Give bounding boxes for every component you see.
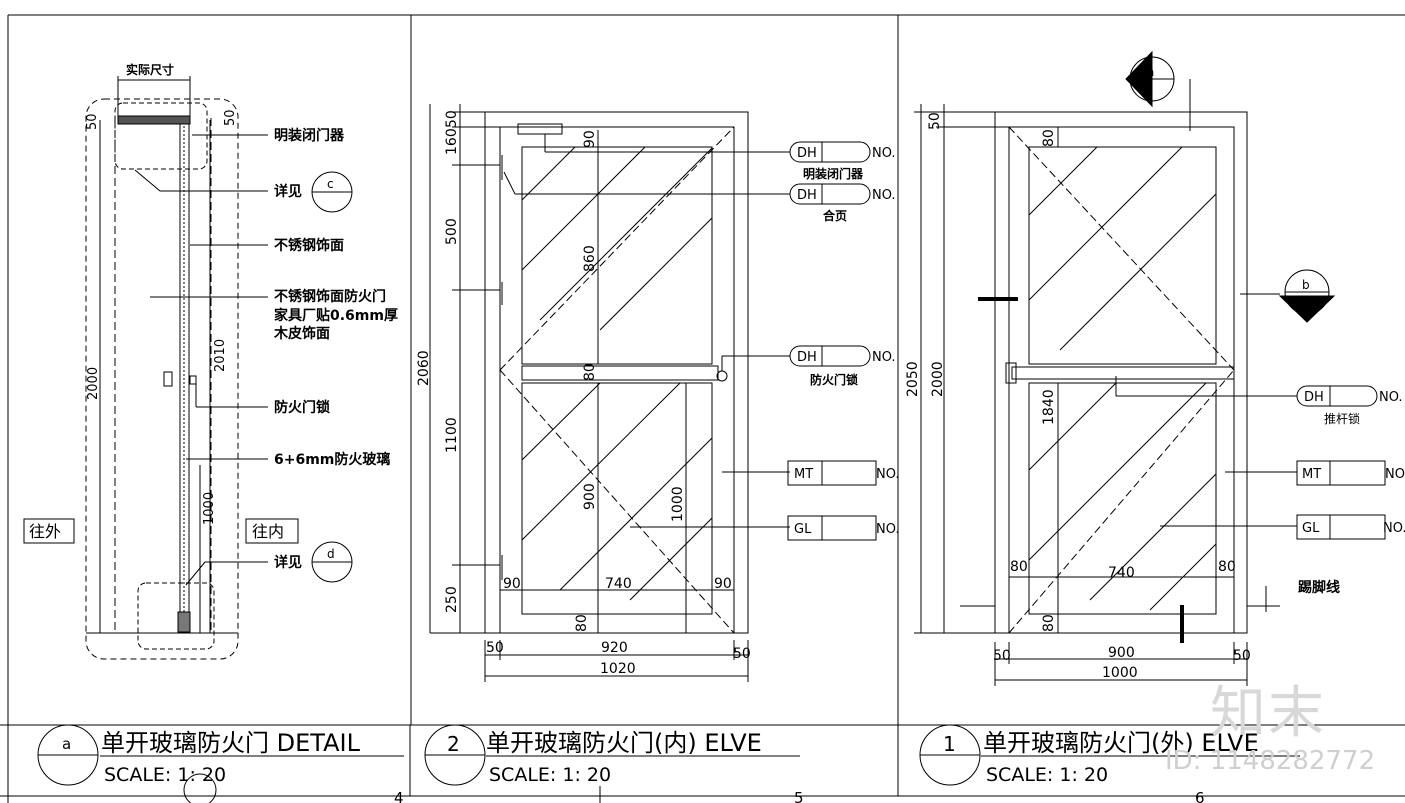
dim-outer-bottom-50-left: 50 <box>993 648 1011 664</box>
detail-scale: SCALE: 1: 20 <box>104 764 226 786</box>
tag-code-gl-outer: GL <box>1302 521 1320 536</box>
dim-outer-2050: 2050 <box>905 361 921 397</box>
callout-c-label: c <box>327 177 334 191</box>
tag-note-lock: 防火门锁 <box>810 372 858 387</box>
callout-d-label: d <box>327 547 335 561</box>
tag-note-pushbar: 推杆锁 <box>1324 411 1360 426</box>
tag-note-closer: 明装闭门器 <box>803 166 864 181</box>
dim-inner-bottom-50-left: 50 <box>486 640 504 656</box>
tag-code-dh-lock: DH <box>797 350 817 365</box>
dim-outer-740: 740 <box>1108 565 1135 581</box>
dim-inner-900: 900 <box>582 483 598 510</box>
dim-inner-50: 50 <box>444 110 460 128</box>
grid-number-5: 5 <box>794 789 804 803</box>
dim-inner-250: 250 <box>444 586 460 613</box>
callout-b-label: b <box>1302 278 1310 292</box>
tag-code-dh-closer: DH <box>797 146 817 161</box>
tag-code-mt-inner: MT <box>794 467 813 482</box>
dim-outer-bottom-900: 900 <box>1108 645 1135 661</box>
tag-no-dh-lock: NO. <box>872 350 896 365</box>
tag-code-dh-hinge: DH <box>797 188 817 203</box>
dim-outer-50: 50 <box>927 112 943 130</box>
callout-a-label: a <box>1147 65 1154 79</box>
tag-no-dh-pushbar: NO. <box>1379 390 1403 405</box>
tag-note-hinge: 合页 <box>823 208 847 223</box>
dim-actual-size: 实际尺寸 <box>126 62 174 77</box>
dim-outer-80-top: 80 <box>1041 129 1057 147</box>
dim-inner-160: 160 <box>444 128 460 155</box>
dim-inner-bottom-1020: 1020 <box>600 661 636 677</box>
dim-50-right: 50 <box>223 109 238 126</box>
grid-number-6: 6 <box>1195 789 1205 803</box>
inner-badge: 2 <box>447 732 460 756</box>
dim-2000: 2000 <box>86 367 101 400</box>
dim-outer-80-right: 80 <box>1218 559 1236 575</box>
dim-outer-bottom-50-right: 50 <box>1233 648 1251 664</box>
note-door-closer: 明装闭门器 <box>274 127 345 144</box>
tag-code-gl-inner: GL <box>794 522 812 537</box>
tag-no-dh-closer: NO. <box>872 146 896 161</box>
grid-number-4: 4 <box>394 789 404 803</box>
dim-inner-80-bottom: 80 <box>574 614 590 632</box>
outer-elevation-panel: 50 2050 2000 80 1840 80 740 80 80 50 900… <box>905 50 1405 686</box>
outer-badge: 1 <box>943 732 956 756</box>
tag-no-gl-outer: NO. <box>1383 521 1405 536</box>
outer-scale: SCALE: 1: 20 <box>986 764 1108 786</box>
note-fire-door-line3: 木皮饰面 <box>273 325 330 342</box>
dim-inner-1000: 1000 <box>670 486 686 522</box>
dim-inner-740: 740 <box>605 576 632 592</box>
dim-1000: 1000 <box>202 492 217 525</box>
detail-title: 单开玻璃防火门 DETAIL <box>101 729 361 757</box>
dim-outer-2000: 2000 <box>930 361 946 397</box>
inner-scale: SCALE: 1: 20 <box>489 764 611 786</box>
dim-inner-bottom-920: 920 <box>601 640 628 656</box>
note-fire-door-line2: 家具厂贴0.6mm厚 <box>274 307 398 324</box>
note-stainless-finish: 不锈钢饰面 <box>274 237 344 254</box>
label-inward: 往内 <box>252 522 284 541</box>
tag-no-mt-outer: NO. <box>1385 467 1405 482</box>
tag-code-mt-outer: MT <box>1302 467 1321 482</box>
outer-title: 单开玻璃防火门(外) ELVE <box>983 729 1259 757</box>
dim-inner-bottom-50-right: 50 <box>733 646 751 662</box>
tag-no-mt-inner: NO. <box>876 467 900 482</box>
note-fire-door-lock: 防火门锁 <box>274 399 330 416</box>
dim-outer-1840: 1840 <box>1041 389 1057 425</box>
note-see-detail-c: 详见 <box>274 183 302 200</box>
detail-panel: 实际尺寸 50 50 2000 2010 1000 明装闭门器 详见 不锈钢饰面… <box>23 62 398 660</box>
note-see-detail-d: 详见 <box>274 554 302 571</box>
dim-inner-90-top: 90 <box>582 130 598 148</box>
dim-50-left: 50 <box>85 113 100 130</box>
dim-inner-860: 860 <box>582 245 598 272</box>
note-fire-door-line1: 不锈钢饰面防火门 <box>274 288 386 305</box>
detail-badge: a <box>62 735 71 753</box>
inner-elevation-panel: 50 160 500 2060 1100 250 90 860 80 900 1… <box>416 104 900 682</box>
tag-no-gl-inner: NO. <box>876 522 900 537</box>
tag-no-dh-hinge: NO. <box>872 188 896 203</box>
tag-code-dh-pushbar: DH <box>1304 390 1324 405</box>
dim-inner-1100: 1100 <box>444 417 460 453</box>
label-outward: 往外 <box>29 522 61 541</box>
dim-inner-500: 500 <box>444 218 460 245</box>
dim-inner-2060: 2060 <box>416 350 432 386</box>
dim-inner-90-right: 90 <box>714 576 732 592</box>
dim-inner-90-left: 90 <box>503 576 521 592</box>
dim-2010: 2010 <box>213 339 228 372</box>
note-fire-glass: 6+6mm防火玻璃 <box>274 451 390 468</box>
dim-outer-bottom-1000: 1000 <box>1102 665 1138 681</box>
note-kick-plate: 踢脚线 <box>1298 579 1340 596</box>
dim-outer-80-left: 80 <box>1010 559 1028 575</box>
dim-outer-80-bottom: 80 <box>1041 614 1057 632</box>
dim-inner-80-mid: 80 <box>582 363 598 381</box>
inner-title: 单开玻璃防火门(内) ELVE <box>486 729 762 757</box>
